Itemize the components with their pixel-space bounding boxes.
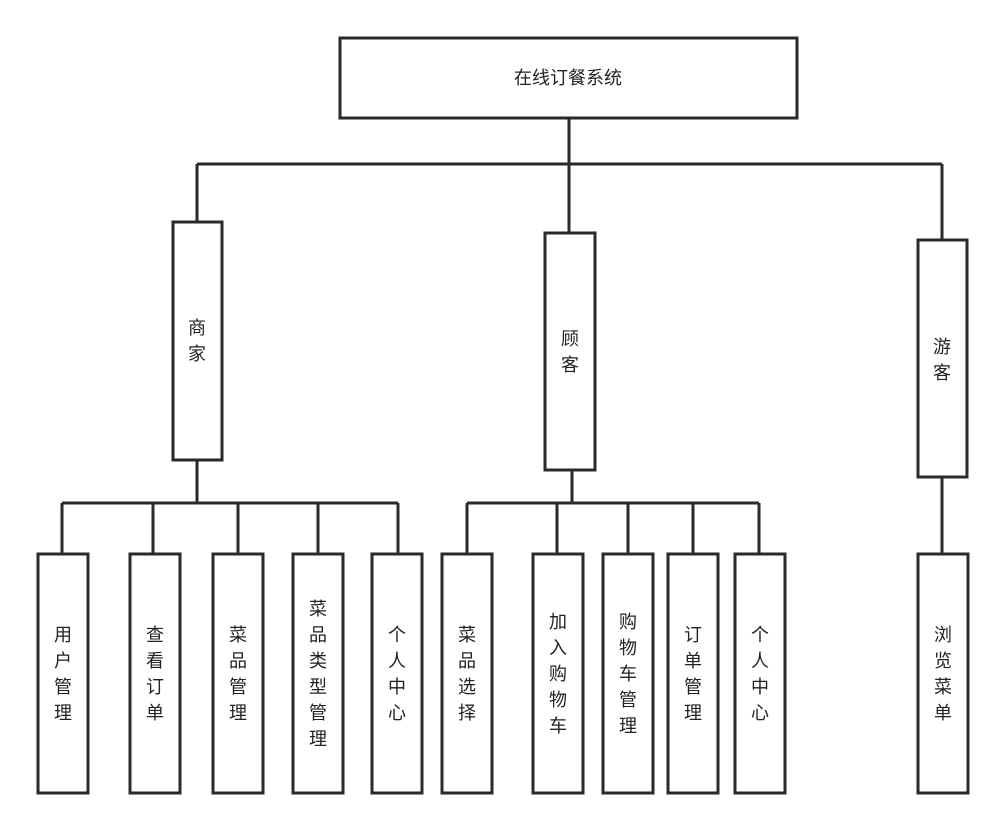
node-label: 个人中心 bbox=[751, 625, 769, 724]
node-label: 菜品管理 bbox=[229, 625, 247, 724]
node-visitor: 游客 bbox=[916, 238, 969, 479]
node-merchant: 商家 bbox=[171, 220, 224, 462]
node-user-management: 用户管理 bbox=[36, 552, 90, 795]
node-label: 加入购物车 bbox=[549, 612, 567, 737]
node-label: 订单管理 bbox=[684, 625, 702, 724]
node-label: 菜品类型管理 bbox=[309, 599, 327, 750]
node-label: 游客 bbox=[933, 337, 951, 384]
node-label: 菜品选择 bbox=[458, 625, 476, 724]
connectors bbox=[60, 118, 944, 554]
node-label: 查看订单 bbox=[146, 625, 164, 724]
node-customer-personal-center: 个人中心 bbox=[733, 552, 787, 795]
node-label: 顾客 bbox=[561, 329, 579, 376]
node-label: 购物车管理 bbox=[619, 612, 637, 737]
node-label: 浏览菜单 bbox=[934, 625, 952, 724]
node-label: 在线订餐系统 bbox=[514, 68, 622, 89]
node-dish-selection: 菜品选择 bbox=[440, 552, 494, 795]
node-browse-menu: 浏览菜单 bbox=[916, 552, 970, 795]
node-dish-management: 菜品管理 bbox=[211, 552, 265, 795]
node-label: 用户管理 bbox=[54, 625, 72, 724]
node-label: 商家 bbox=[188, 318, 206, 365]
node-customer: 顾客 bbox=[543, 231, 597, 472]
node-cart-management: 购物车管理 bbox=[601, 552, 655, 795]
node-dish-type-management: 菜品类型管理 bbox=[291, 552, 345, 795]
node-merchant-personal-center: 个人中心 bbox=[370, 552, 424, 795]
node-add-to-cart: 加入购物车 bbox=[531, 552, 585, 795]
node-root: 在线订餐系统 bbox=[338, 36, 799, 120]
node-label: 个人中心 bbox=[388, 625, 406, 724]
node-view-orders: 查看订单 bbox=[128, 552, 182, 795]
node-order-management: 订单管理 bbox=[666, 552, 720, 795]
